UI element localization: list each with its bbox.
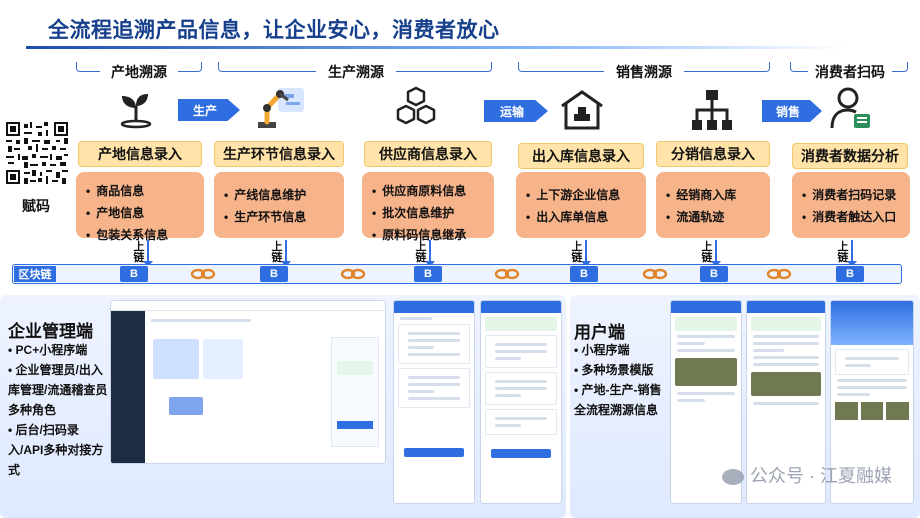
stage-consumer: 消费者扫码 (808, 62, 892, 82)
down-arrow-icon (847, 240, 857, 267)
upload-label: 上链 (133, 241, 145, 264)
wechat-icon (722, 469, 744, 486)
phone-screenshot-certificate (830, 300, 914, 504)
pc-admin-screenshot (110, 300, 386, 464)
title-underline (26, 46, 846, 49)
block-node: B (700, 266, 728, 282)
list-item: • 小程序端 (574, 343, 630, 357)
stage-origin: 产地溯源 (100, 62, 178, 82)
list-item: • PC+小程序端 (8, 343, 88, 357)
flow-arrow-sales: 销售 (762, 100, 822, 122)
list-item: • 多种场景模版 (574, 363, 654, 377)
down-arrow-icon (711, 240, 721, 267)
down-arrow-icon (281, 240, 291, 267)
head-supplier-entry: 供应商信息录入 (364, 141, 492, 167)
list-item: 产地信息 (86, 202, 194, 224)
phone-screenshot-detail (746, 300, 826, 504)
down-arrow-icon (143, 240, 153, 267)
watermark: 公众号 · 江夏融媒 (722, 462, 892, 488)
block-node: B (836, 266, 864, 282)
blockchain-title: 区块链 (14, 266, 56, 282)
upload-label: 上链 (415, 241, 427, 264)
list-item: 商品信息 (86, 180, 194, 202)
list-item: 包装关系信息 (86, 224, 194, 246)
hierarchy-icon (688, 86, 736, 139)
block-node: B (260, 266, 288, 282)
head-production-entry: 生产环节信息录入 (214, 141, 344, 167)
stage-production: 生产溯源 (316, 62, 396, 82)
down-arrow-icon (425, 240, 435, 267)
consumer-icon (826, 84, 874, 137)
body-origin: 商品信息 产地信息 包装关系信息 (76, 172, 204, 242)
block-node: B (414, 266, 442, 282)
head-warehouse-entry: 出入库信息录入 (518, 143, 644, 169)
head-distribution-entry: 分销信息录入 (656, 141, 770, 167)
down-arrow-icon (581, 240, 591, 267)
upload-label: 上链 (837, 241, 849, 264)
list-item: 供应商原料信息 (372, 180, 484, 202)
list-item: 出入库单信息 (526, 206, 636, 228)
body-production: 产线信息维护 生产环节信息 (214, 172, 344, 238)
chain-link-icon (766, 268, 792, 280)
body-supplier: 供应商原料信息 批次信息维护 原料码信息继承 (362, 172, 494, 242)
head-origin-entry: 产地信息录入 (78, 141, 202, 167)
list-item: 流通轨迹 (666, 206, 760, 228)
chain-link-icon (494, 268, 520, 280)
phone-screenshot-warehouse (393, 300, 475, 504)
list-item: • 产地-生产-销售全流程溯源信息 (574, 383, 662, 417)
chain-link-icon (190, 268, 216, 280)
warehouse-icon (558, 86, 606, 139)
list-item: 消费者扫码记录 (802, 184, 900, 206)
list-item: 批次信息维护 (372, 202, 484, 224)
phone-screenshot-trace (480, 300, 562, 504)
list-item: 经销商入库 (666, 184, 760, 206)
list-item: • 后台/扫码录入/API多种对接方式 (8, 423, 104, 477)
chain-link-icon (340, 268, 366, 280)
flow-arrow-transport: 运输 (484, 100, 548, 122)
qr-code (4, 120, 70, 186)
body-distribution: 经销商入库 流通轨迹 (656, 172, 770, 238)
chain-link-icon (642, 268, 668, 280)
list-item: 原料码信息继承 (372, 224, 484, 246)
flow-arrow-production: 生产 (178, 99, 240, 121)
list-item: 上下游企业信息 (526, 184, 636, 206)
page-title: 全流程追溯产品信息，让企业安心，消费者放心 (48, 18, 500, 42)
user-list: • 小程序端 • 多种场景模版 • 产地-生产-销售全流程溯源信息 (574, 340, 672, 420)
seedling-icon (112, 84, 160, 137)
list-item: 产线信息维护 (224, 184, 334, 206)
upload-label: 上链 (271, 241, 283, 264)
list-item: 生产环节信息 (224, 206, 334, 228)
blockchain-bar (12, 264, 902, 284)
enterprise-list: • PC+小程序端 • 企业管理员/出入库管理/流通稽查员多种角色 • 后台/扫… (8, 340, 108, 480)
body-warehouse: 上下游企业信息 出入库单信息 (516, 172, 646, 238)
upload-label: 上链 (571, 241, 583, 264)
enterprise-title: 企业管理端 (8, 322, 93, 341)
cubes-icon (392, 84, 440, 137)
user-title: 用户端 (574, 323, 625, 342)
head-consumer-analysis: 消费者数据分析 (792, 143, 908, 169)
list-item: • 企业管理员/出入库管理/流通稽查员多种角色 (8, 363, 108, 417)
block-node: B (570, 266, 598, 282)
upload-label: 上链 (701, 241, 713, 264)
qr-label: 赋码 (22, 198, 50, 214)
block-node: B (120, 266, 148, 282)
list-item: 消费者触达入口 (802, 206, 900, 228)
stage-sales: 销售溯源 (604, 62, 684, 82)
body-consumer: 消费者扫码记录 消费者触达入口 (792, 172, 910, 238)
robot-arm-icon (254, 82, 306, 137)
